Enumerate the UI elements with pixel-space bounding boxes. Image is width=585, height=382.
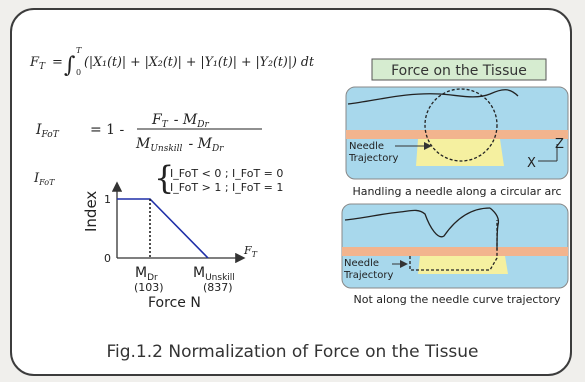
ft-body: (|X₁(t)| + |X₂(t)| + |Y₁(t)| + |Y₂(t)|) … — [84, 55, 315, 70]
graph-tick-0: 0 — [104, 252, 111, 265]
caption-bottom: Not along the needle curve trajectory — [354, 293, 561, 306]
axis-z-label: Z — [555, 137, 564, 152]
needle-label-top-2: Trajectory — [348, 153, 398, 164]
ft-lhs: FT — [29, 55, 46, 72]
index-curve — [117, 199, 208, 258]
graph-y-label: Index — [82, 191, 100, 232]
tissue-bottom-stripe — [342, 247, 568, 256]
graph-tick-1: 1 — [104, 193, 111, 206]
graph-y-symbol: IFoT — [33, 171, 55, 187]
ifot-denominator: MUnskill- MDr — [135, 136, 224, 154]
condition-1: I_FoT < 0 ; I_FoT = 0 — [170, 167, 283, 180]
panel-title: Force on the Tissue — [391, 63, 527, 79]
needle-label-bottom-1: Needle — [344, 258, 379, 269]
formula-ft: FT = ∫ T 0 (|X₁(t)| + |X₂(t)| + |Y₁(t)| … — [29, 46, 315, 78]
axis-x-label: X — [527, 156, 536, 171]
svg-text:=: = — [52, 55, 63, 70]
integral-lower: 0 — [76, 68, 81, 77]
caption-top: Handling a needle along a circular arc — [352, 185, 561, 198]
tissue-top-patch — [416, 139, 504, 166]
graph-m-dr-value: (103) — [134, 281, 164, 294]
graph-x-symbol: FT — [243, 244, 258, 259]
figure-caption: Fig.1.2 Normalization of Force on the Ti… — [0, 342, 585, 362]
ifot-prefix: = 1 - — [90, 122, 125, 138]
tissue-panel-top: Needle Trajectory X Z Handling a needle … — [346, 87, 568, 198]
formula-ifot: IFoT = 1 - FT- MDr MUnskill- MDr — [35, 112, 262, 154]
tissue-top-stripe — [346, 130, 568, 139]
graph-m-unskill-value: (837) — [203, 281, 233, 294]
graph-x-label: Force N — [148, 295, 201, 311]
ifot-lhs: IFoT — [35, 122, 60, 140]
ifot-numerator: FT- MDr — [151, 112, 209, 130]
integral-upper: T — [76, 46, 82, 55]
condition-2: I_FoT > 1 ; I_FoT = 1 — [170, 181, 283, 194]
tissue-bottom-patch — [418, 256, 508, 274]
conditions: { I_FoT < 0 ; I_FoT = 0 I_FoT > 1 ; I_Fo… — [154, 159, 283, 197]
integral-sign: ∫ — [64, 53, 76, 78]
panel-title-group: Force on the Tissue — [372, 59, 546, 80]
needle-label-top-1: Needle — [349, 141, 384, 152]
tissue-panel-bottom: Needle Trajectory Not along the needle c… — [342, 204, 568, 306]
needle-label-bottom-2: Trajectory — [343, 270, 393, 281]
